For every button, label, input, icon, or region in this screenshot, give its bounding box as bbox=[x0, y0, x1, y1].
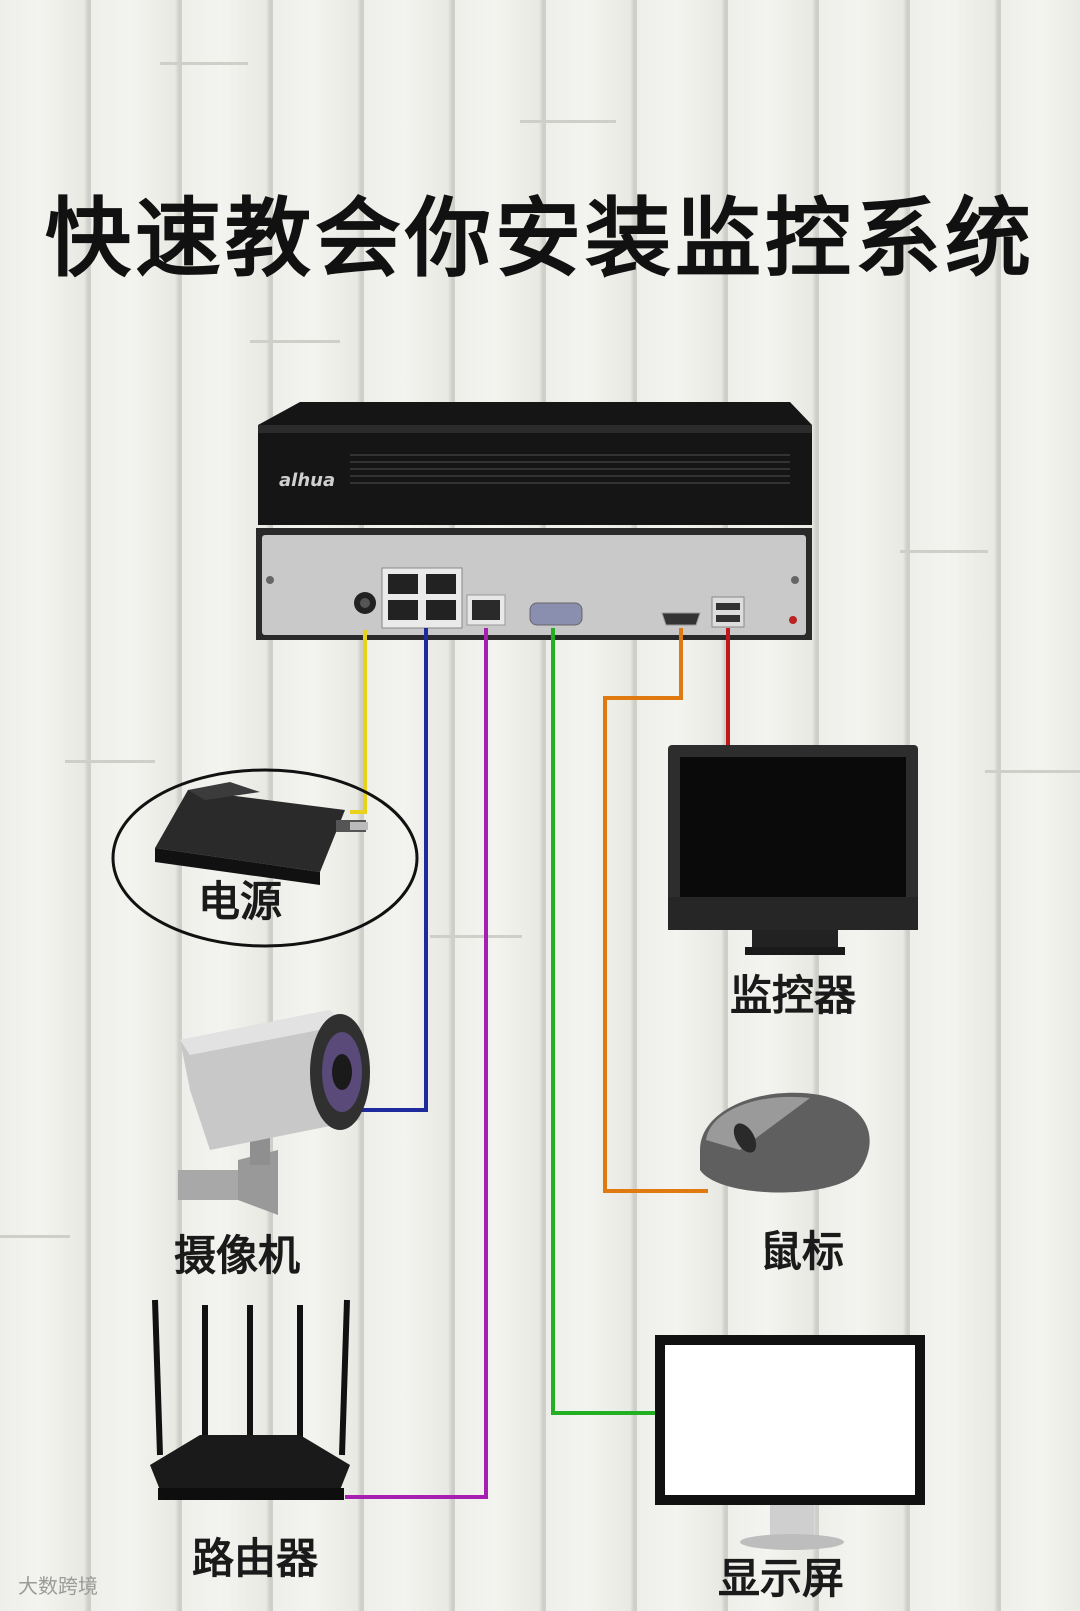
plank-seam bbox=[160, 62, 248, 65]
plank-seam bbox=[250, 340, 340, 343]
label-router: 路由器 bbox=[192, 1534, 319, 1583]
label-display: 显示屏 bbox=[718, 1554, 845, 1603]
plank-seam bbox=[520, 120, 616, 123]
cables bbox=[345, 628, 730, 1499]
label-camera: 摄像机 bbox=[174, 1231, 301, 1280]
camera-cable bbox=[345, 628, 428, 1112]
nvr-recorder bbox=[256, 402, 812, 640]
plank-seam bbox=[900, 550, 988, 553]
plank-seam bbox=[985, 770, 1080, 773]
computer-mouse bbox=[700, 1092, 870, 1193]
surveillance-monitor bbox=[668, 745, 918, 955]
nvr-brand-logo: alhua bbox=[279, 470, 336, 491]
display-cable bbox=[551, 628, 660, 1415]
router bbox=[150, 1299, 350, 1500]
plank-seam bbox=[430, 935, 522, 938]
router-cable bbox=[345, 628, 488, 1499]
plank-seam bbox=[0, 1235, 70, 1238]
display-screen bbox=[655, 1335, 925, 1550]
label-power: 电源 bbox=[198, 877, 283, 926]
label-mouse: 鼠标 bbox=[760, 1227, 845, 1276]
power-supply bbox=[111, 768, 419, 948]
plank-seam bbox=[65, 760, 155, 763]
security-camera bbox=[178, 1010, 370, 1215]
page-title: 快速教会你安装监控系统 bbox=[45, 189, 1035, 289]
watermark: 大数跨境 bbox=[18, 1574, 98, 1598]
label-monitor: 监控器 bbox=[730, 971, 857, 1020]
mouse-cable bbox=[603, 628, 708, 1193]
power-cable bbox=[350, 630, 367, 814]
